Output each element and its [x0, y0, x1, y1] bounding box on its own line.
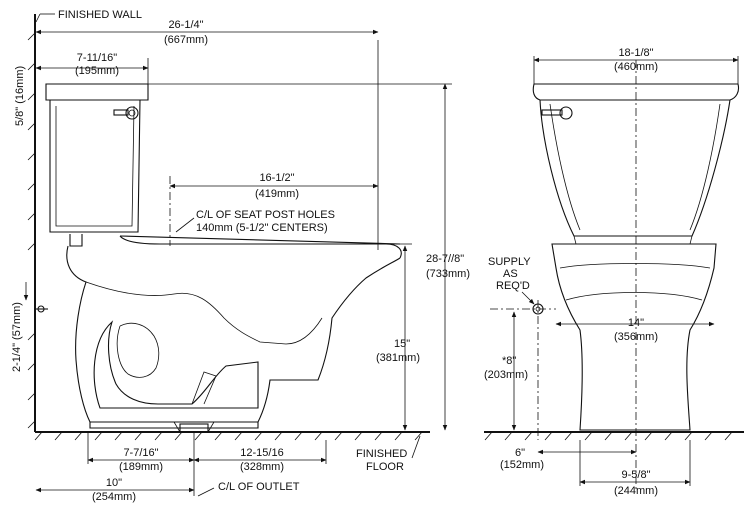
dim-supply-offset-metric: (152mm): [500, 459, 544, 471]
tank-lid: [45, 83, 149, 101]
dim-front-width-right-imperial: 12-15/16: [240, 447, 283, 459]
dim-seat-post-imperial: 16-1/2": [259, 172, 294, 184]
front-bowl: [551, 243, 717, 431]
supply-label-line1: SUPPLY: [488, 256, 531, 268]
bowl-outline: [66, 245, 401, 423]
dim-supply-height-side: 2-1/4" (57mm): [11, 302, 23, 372]
dim-tank-width-metric: (460mm): [614, 61, 658, 73]
trapway: [93, 320, 259, 409]
dim-bowl-width-imperial: 14": [628, 317, 644, 329]
dim-overall-height-metric: (733mm): [426, 268, 470, 280]
cl-outlet-label: C/L OF OUTLET: [218, 481, 300, 493]
floor-hatching: [34, 431, 423, 441]
cl-seat-post-centers-label: 140mm (5-1/2" CENTERS): [196, 222, 328, 234]
wall-hatching: [27, 32, 36, 429]
dim-tank-to-wall-metric: (195mm): [75, 65, 119, 77]
dim-front-width-left-imperial: 7-7/16": [123, 447, 158, 459]
dim-supply-height-front-imperial: *8": [502, 355, 516, 367]
front-flush-handle-icon: [541, 106, 573, 120]
supply-label-line2: AS: [503, 268, 518, 280]
front-tank-body: [539, 99, 731, 237]
dim-tank-top: 5/8" (16mm): [14, 66, 26, 126]
dim-rough-in-metric: (254mm): [92, 491, 136, 503]
dim-base-width-metric: (244mm): [614, 485, 658, 497]
dim-rim-height-imperial: 15": [394, 338, 410, 350]
dim-front-width-right-metric: (328mm): [240, 461, 284, 473]
dim-supply-height-front-metric: (203mm): [484, 369, 528, 381]
finished-wall-label: FINISHED WALL: [58, 9, 142, 21]
dim-front-width-left-metric: (189mm): [119, 461, 163, 473]
dim-overall-height-imperial: 28-7//8": [426, 253, 464, 265]
dim-tank-to-wall-imperial: 7-11/16": [77, 52, 117, 64]
finished-floor-label-line2: FLOOR: [366, 461, 404, 473]
dim-rough-in-imperial: 10": [106, 477, 122, 489]
side-view: FINISHED WALL: [11, 9, 470, 503]
dim-supply-offset-imperial: 6": [515, 447, 525, 459]
dim-rim-height-metric: (381mm): [376, 352, 420, 364]
dim-tank-width-imperial: 18-1/8": [618, 47, 653, 59]
cl-seat-post-label: C/L OF SEAT POST HOLES: [196, 209, 335, 221]
dim-seat-post-metric: (419mm): [255, 188, 299, 200]
wall-supply-icon: [35, 305, 48, 313]
dim-overall-depth-imperial: 26-1/4": [168, 19, 203, 31]
front-floor-hatching: [484, 431, 733, 441]
flush-handle-icon: [113, 106, 139, 120]
front-view: 18-1/8" (460mm) SUPPLY AS REQ'D 14" (356…: [484, 47, 744, 497]
supply-label-line3: REQ'D: [496, 280, 530, 292]
finished-floor-label-line1: FINISHED: [356, 448, 407, 460]
dim-bowl-width-metric: (356mm): [614, 331, 658, 343]
tank-body: [49, 99, 141, 233]
dim-overall-depth-metric: (667mm): [164, 34, 208, 46]
bowl-rim: [119, 235, 402, 259]
dim-base-width-imperial: 9-5/8": [622, 469, 651, 481]
